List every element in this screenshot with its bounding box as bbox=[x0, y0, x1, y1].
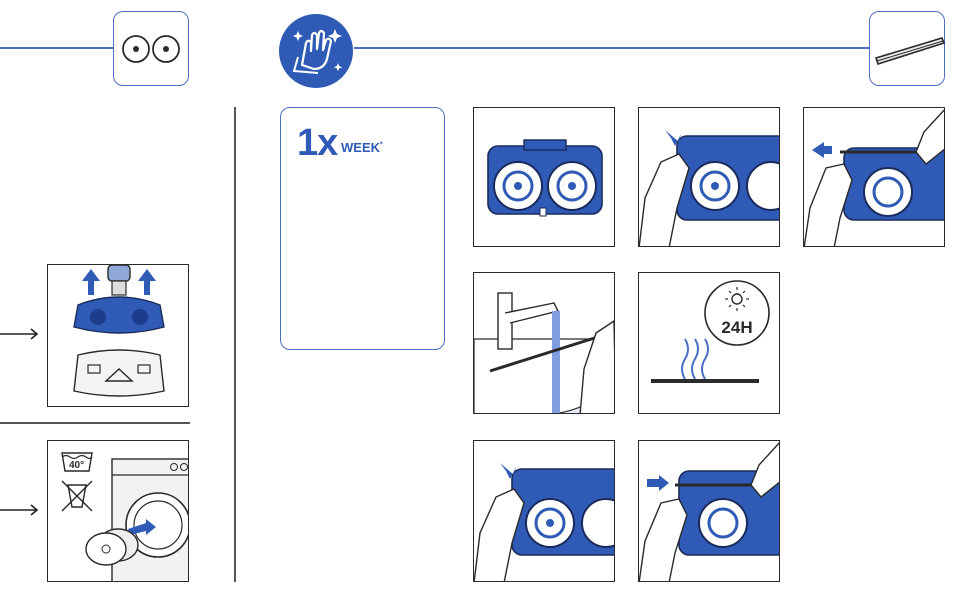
header-line-left bbox=[0, 47, 113, 49]
cleaning-hand-sparkle-icon bbox=[279, 14, 353, 88]
squeegee-unit-illustration bbox=[487, 139, 603, 217]
header-line-center bbox=[354, 47, 870, 49]
robot-lift-illustration bbox=[73, 265, 165, 397]
step-rinse-panel bbox=[473, 272, 615, 414]
left-section-separator bbox=[0, 422, 190, 424]
dry-illustration: 24H bbox=[651, 280, 770, 383]
rinse-under-tap-illustration bbox=[474, 292, 614, 413]
step-slide-out-strip-panel bbox=[803, 107, 945, 247]
slide-out-strip-illustration bbox=[804, 109, 944, 246]
squeegee-strip-icon-box bbox=[869, 11, 946, 86]
frequency-number: 1x bbox=[297, 122, 338, 164]
weekly-frequency-card: 1x WEEK* bbox=[280, 107, 445, 350]
press-release-illustration bbox=[639, 130, 779, 246]
frequency-unit-text: WEEK bbox=[341, 140, 380, 155]
step-press-release-panel bbox=[638, 107, 780, 247]
mop-pads-icon-box bbox=[113, 11, 189, 86]
slide-in-strip-illustration bbox=[639, 442, 779, 581]
lift-robot-panel bbox=[47, 264, 189, 407]
section-divider bbox=[234, 107, 236, 582]
arrow-right-icon bbox=[0, 328, 39, 340]
step-dry-panel: 24H bbox=[638, 272, 780, 414]
machine-wash-panel: 40° bbox=[47, 440, 189, 582]
wash-temperature-label: 40° bbox=[69, 460, 84, 471]
press-reinsert-illustration bbox=[474, 463, 614, 581]
arrow-right-icon bbox=[0, 504, 39, 516]
mop-pads-icon bbox=[122, 35, 180, 63]
frequency-unit: WEEK* bbox=[341, 140, 383, 155]
step-press-reinsert-panel bbox=[473, 440, 615, 582]
dry-duration-label: 24H bbox=[721, 318, 752, 337]
step-squeegee-unit-panel bbox=[473, 107, 615, 247]
squeegee-strip-icon bbox=[874, 37, 946, 66]
washing-machine-illustration: 40° bbox=[61, 452, 188, 581]
step-slide-in-strip-panel bbox=[638, 440, 780, 582]
frequency-footnote-mark: * bbox=[380, 141, 383, 149]
